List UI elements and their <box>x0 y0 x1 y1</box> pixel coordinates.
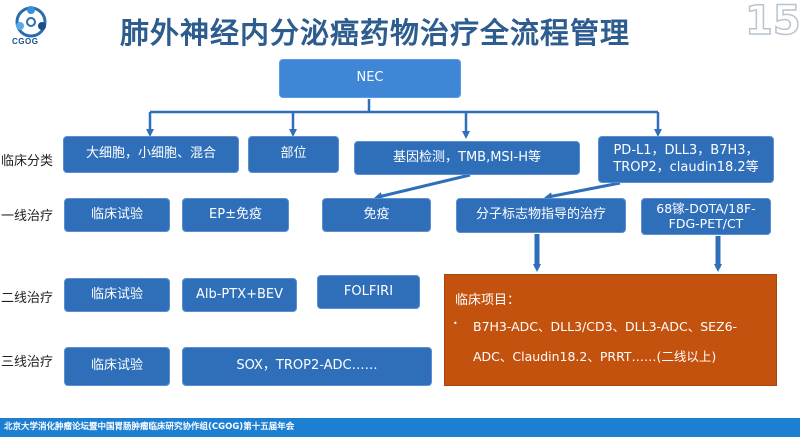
row-label-first-line: 一线治疗 <box>1 209 54 224</box>
first-line-immuno-box: 免疫 <box>322 198 431 232</box>
clinical-projects-title: 临床项目： <box>455 293 521 308</box>
footer-bar: 北京大学消化肿瘤论坛暨中国胃肠肿瘤临床研究协作组(CGOG)第十五届年会 <box>0 418 800 437</box>
first-line-trial-box: 临床试验 <box>64 198 170 232</box>
first-line-imaging-box: 68镓-DOTA/18F-FDG-PET/CT <box>641 198 771 235</box>
second-line-regimen-2-box: FOLFIRI <box>317 275 420 309</box>
logo-text: CGOG <box>12 37 39 46</box>
row-label-third-line: 三线治疗 <box>1 355 54 370</box>
third-line-trial-box: 临床试验 <box>64 347 170 386</box>
classification-cell-type-box: 大细胞，小细胞、混合 <box>63 136 239 173</box>
first-line-chemo-box: EP±免疫 <box>182 198 289 232</box>
bullet-icon: • <box>453 319 458 328</box>
second-line-trial-box: 临床试验 <box>64 278 170 312</box>
row-label-second-line: 二线治疗 <box>1 291 54 306</box>
first-line-targeted-box: 分子标志物指导的治疗 <box>456 198 626 233</box>
third-line-regimen-box: SOX，TROP2-ADC…… <box>182 347 432 386</box>
clinical-projects-line-1: B7H3-ADC、DLL3/CD3、DLL3-ADC、SEZ6- <box>473 319 738 334</box>
cgog-logo-icon <box>15 6 47 38</box>
second-line-regimen-1-box: Alb-PTX+BEV <box>182 278 297 312</box>
footer-text: 北京大学消化肿瘤论坛暨中国胃肠肿瘤临床研究协作组(CGOG)第十五届年会 <box>4 422 295 432</box>
row-label-clinical: 临床分类 <box>1 154 54 169</box>
nec-root-box: NEC <box>279 59 461 98</box>
clinical-projects-panel: 临床项目： • B7H3-ADC、DLL3/CD3、DLL3-ADC、SEZ6-… <box>444 274 777 386</box>
classification-biomarker-box: PD-L1，DLL3，B7H3，TROP2，claudin18.2等 <box>598 136 774 183</box>
slide-title: 肺外神经内分泌癌药物治疗全流程管理 <box>120 16 631 50</box>
page-number: 15 <box>744 0 800 45</box>
classification-site-box: 部位 <box>248 136 339 173</box>
clinical-projects-line-2: ADC、Claudin18.2、PRRT……(二线以上) <box>473 349 717 364</box>
classification-genetic-box: 基因检测，TMB,MSI-H等 <box>354 141 580 175</box>
